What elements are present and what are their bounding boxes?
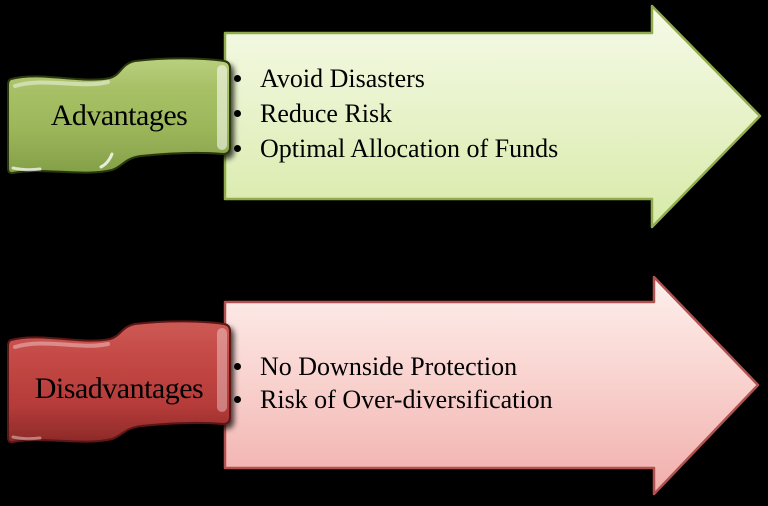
disadvantages-list: No Downside Protection Risk of Over-dive… (234, 350, 553, 416)
list-item: Reduce Risk (234, 96, 558, 131)
list-item-text: Avoid Disasters (260, 63, 425, 93)
bullet-icon (234, 145, 241, 152)
list-item: Risk of Over-diversification (234, 383, 553, 416)
list-item: Avoid Disasters (234, 61, 558, 96)
bullet-icon (234, 110, 241, 117)
list-item: Optimal Allocation of Funds (234, 131, 558, 166)
advantages-ribbon-label: Advantages (50, 99, 188, 132)
ribbon-gloss (99, 152, 114, 169)
ribbon-gloss (217, 65, 227, 150)
list-item-text: Reduce Risk (260, 98, 393, 128)
ribbon-gloss (13, 341, 110, 349)
ribbon-gloss (11, 435, 42, 441)
list-item-text: Optimal Allocation of Funds (260, 133, 559, 163)
bullet-icon (234, 75, 241, 82)
bullet-icon (234, 396, 241, 403)
list-item-text: Risk of Over-diversification (260, 384, 553, 414)
advantages-ribbon-shape (7, 57, 231, 175)
ribbon-gloss (217, 328, 227, 412)
ribbon-gloss (11, 166, 42, 172)
bullet-icon (234, 363, 241, 370)
list-item: No Downside Protection (234, 350, 553, 383)
list-item-text: No Downside Protection (260, 351, 518, 381)
disadvantages-arrow-shape (223, 275, 760, 496)
advantages-arrow-shape (223, 4, 762, 229)
disadvantages-ribbon-shape (7, 320, 231, 444)
disadvantages-ribbon-label: Disadvantages (34, 372, 204, 405)
ribbon-gloss (13, 80, 110, 88)
advantages-list: Avoid Disasters Reduce Risk Optimal Allo… (234, 61, 558, 166)
